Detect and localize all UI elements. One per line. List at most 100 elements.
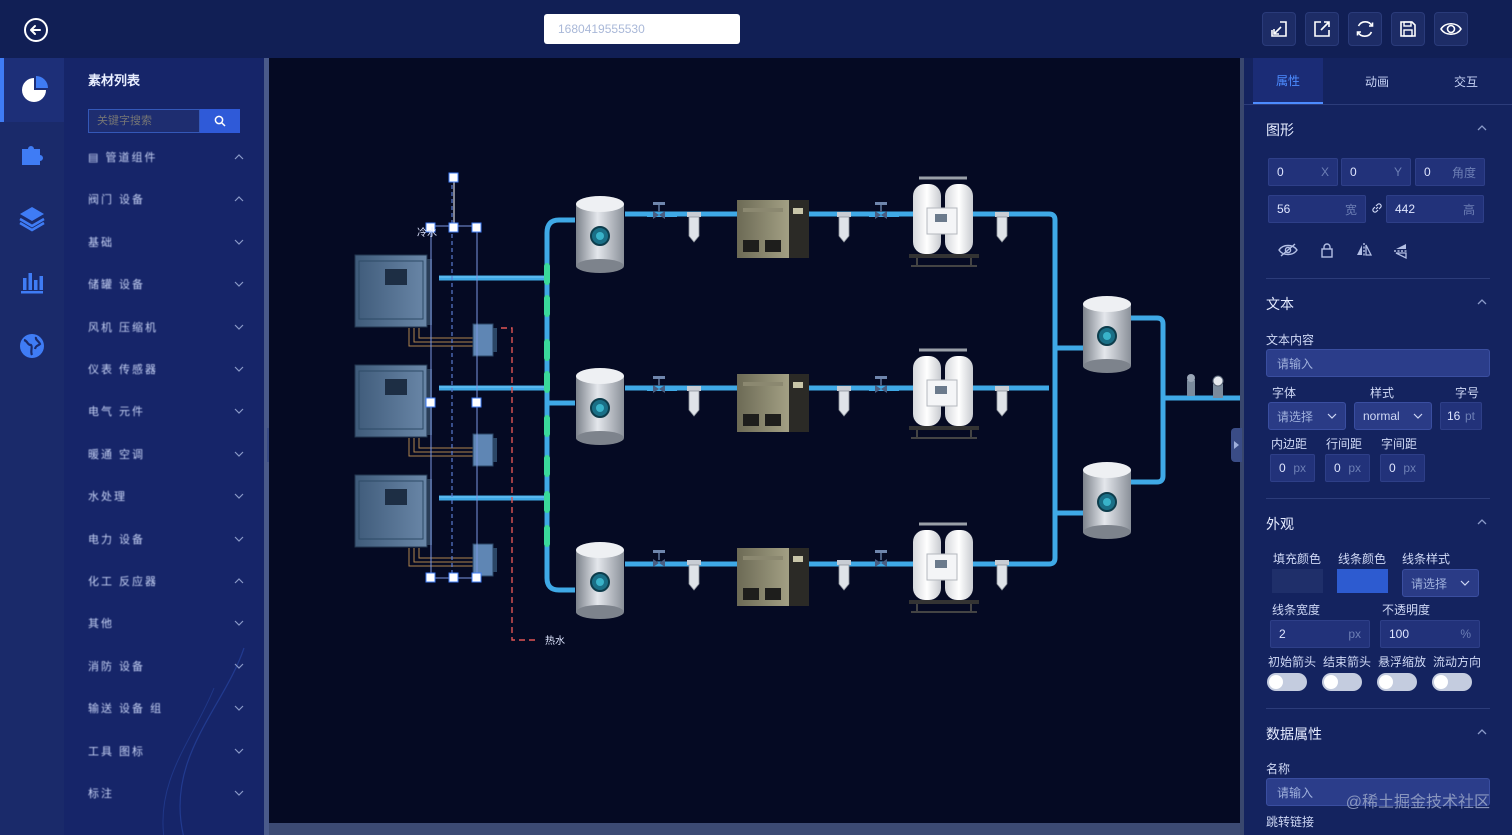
right-splitter[interactable] xyxy=(1240,58,1244,835)
material-category-label: 阀门 设备 xyxy=(88,194,146,207)
stroke-width-field[interactable]: 2 px xyxy=(1270,620,1370,648)
font-label: 字体 xyxy=(1272,386,1297,400)
material-category[interactable]: 工具 图标 xyxy=(88,730,244,772)
flow-direction-toggle[interactable] xyxy=(1432,673,1472,691)
properties-panel: 属性 动画 交互 图形 0 X 0 Y 0 角度 56 宽 442 高 xyxy=(1244,58,1512,835)
letter-spacing-field[interactable]: 0 px xyxy=(1380,454,1425,482)
x-field[interactable]: 0 X xyxy=(1268,158,1338,186)
pie-chart-icon xyxy=(22,76,48,102)
chevron-up-icon[interactable] xyxy=(1476,516,1488,528)
material-category-label: 输送 设备 组 xyxy=(88,703,164,716)
font-size-unit: pt xyxy=(1464,409,1475,423)
fill-color-swatch[interactable] xyxy=(1272,569,1323,593)
export-button[interactable] xyxy=(1305,12,1339,46)
section-divider xyxy=(1266,278,1490,279)
material-search-button[interactable] xyxy=(200,109,240,133)
material-category-label: ▤ 管道组件 xyxy=(88,152,158,164)
rail-item-layers[interactable] xyxy=(0,186,64,250)
font-select[interactable]: 请选择 xyxy=(1268,402,1346,430)
opacity-field[interactable]: 100 % xyxy=(1380,620,1480,648)
stroke-style-select[interactable]: 请选择 xyxy=(1402,569,1479,597)
y-field[interactable]: 0 Y xyxy=(1341,158,1411,186)
stroke-color-swatch[interactable] xyxy=(1337,569,1388,593)
name-input[interactable]: 请输入 xyxy=(1266,778,1490,806)
icon-rail xyxy=(0,58,64,835)
material-category[interactable]: 电力 设备 xyxy=(88,518,244,560)
width-field[interactable]: 56 宽 xyxy=(1268,195,1366,223)
height-field[interactable]: 442 高 xyxy=(1386,195,1484,223)
drawing-canvas[interactable]: 冷水 热水 xyxy=(269,58,1240,823)
chevron-down-icon xyxy=(234,451,244,457)
stroke-style-value: 请选择 xyxy=(1411,576,1448,591)
material-category[interactable]: 标注 xyxy=(88,772,244,814)
material-category[interactable]: 水处理 xyxy=(88,475,244,517)
material-category[interactable]: 化工 反应器 xyxy=(88,560,244,602)
link-icon[interactable] xyxy=(1371,202,1383,214)
puzzle-icon xyxy=(22,146,43,165)
chevron-up-icon[interactable] xyxy=(1476,726,1488,738)
canvas-horizontal-scrollbar[interactable] xyxy=(269,823,1240,835)
flip-vertical-icon[interactable] xyxy=(1393,242,1409,260)
width-unit: 宽 xyxy=(1344,202,1357,217)
hover-zoom-label: 悬浮缩放 xyxy=(1378,655,1427,669)
save-button[interactable] xyxy=(1391,12,1425,46)
back-button[interactable] xyxy=(20,14,52,46)
bar-chart-icon xyxy=(21,273,43,294)
material-category[interactable]: ▤ 管道组件 xyxy=(88,136,244,178)
chevron-down-icon xyxy=(1413,413,1423,419)
hover-zoom-toggle[interactable] xyxy=(1377,673,1417,691)
refresh-button[interactable] xyxy=(1348,12,1382,46)
material-category-label: 电力 设备 xyxy=(88,533,146,546)
material-category[interactable]: 暖通 空调 xyxy=(88,433,244,475)
padding-field[interactable]: 0 px xyxy=(1270,454,1315,482)
angle-value: 0 xyxy=(1424,165,1431,179)
material-category[interactable]: 储罐 设备 xyxy=(88,263,244,305)
collapse-right-button[interactable] xyxy=(1231,428,1242,462)
lock-icon[interactable] xyxy=(1319,242,1335,258)
save-icon xyxy=(1400,21,1416,37)
appearance-section-title: 外观 xyxy=(1266,516,1294,532)
rail-item-globe[interactable] xyxy=(0,314,64,378)
left-splitter[interactable] xyxy=(264,58,269,835)
start-arrow-label: 初始箭头 xyxy=(1268,655,1317,669)
eye-off-icon[interactable] xyxy=(1277,242,1299,258)
style-select[interactable]: normal xyxy=(1354,402,1432,430)
material-category[interactable]: 阀门 设备 xyxy=(88,178,244,220)
material-category-label: 消防 设备 xyxy=(88,660,146,673)
font-size-field[interactable]: 16 pt xyxy=(1440,402,1482,430)
chevron-up-icon[interactable] xyxy=(1476,122,1488,134)
file-name-input[interactable] xyxy=(544,14,740,44)
material-category-label: 风机 压缩机 xyxy=(88,321,159,334)
material-search-input[interactable] xyxy=(88,109,200,133)
rail-item-components[interactable] xyxy=(0,122,64,186)
rail-item-charts[interactable] xyxy=(0,58,64,122)
tab-interaction[interactable]: 交互 xyxy=(1453,74,1478,89)
rail-item-statistics[interactable] xyxy=(0,250,64,314)
tab-animation[interactable]: 动画 xyxy=(1364,74,1389,89)
line-height-unit: px xyxy=(1348,461,1361,475)
y-unit: Y xyxy=(1393,165,1402,179)
material-category[interactable]: 风机 压缩机 xyxy=(88,306,244,348)
chevron-down-icon xyxy=(234,493,244,500)
material-category[interactable]: 输送 设备 组 xyxy=(88,687,244,729)
material-category[interactable]: 其他 xyxy=(88,602,244,644)
material-category[interactable]: 消防 设备 xyxy=(88,645,244,687)
end-arrow-toggle[interactable] xyxy=(1322,673,1362,691)
stroke-style-label: 线条样式 xyxy=(1402,552,1451,566)
height-value: 442 xyxy=(1395,202,1416,216)
material-category[interactable]: 基础 xyxy=(88,221,244,263)
line-height-field[interactable]: 0 px xyxy=(1325,454,1370,482)
flip-horizontal-icon[interactable] xyxy=(1355,242,1373,258)
import-button[interactable] xyxy=(1262,12,1296,46)
angle-field[interactable]: 0 角度 xyxy=(1415,158,1485,186)
text-content-input[interactable]: 请输入 xyxy=(1266,349,1490,377)
start-arrow-toggle[interactable] xyxy=(1267,673,1307,691)
preview-button[interactable] xyxy=(1434,12,1468,46)
material-category-label: 电气 元件 xyxy=(88,406,146,419)
chevron-up-icon[interactable] xyxy=(1476,296,1488,308)
material-category[interactable]: 仪表 传感器 xyxy=(88,348,244,390)
globe-icon xyxy=(20,334,44,358)
tab-properties[interactable]: 属性 xyxy=(1253,58,1323,104)
material-category[interactable]: 电气 元件 xyxy=(88,390,244,432)
